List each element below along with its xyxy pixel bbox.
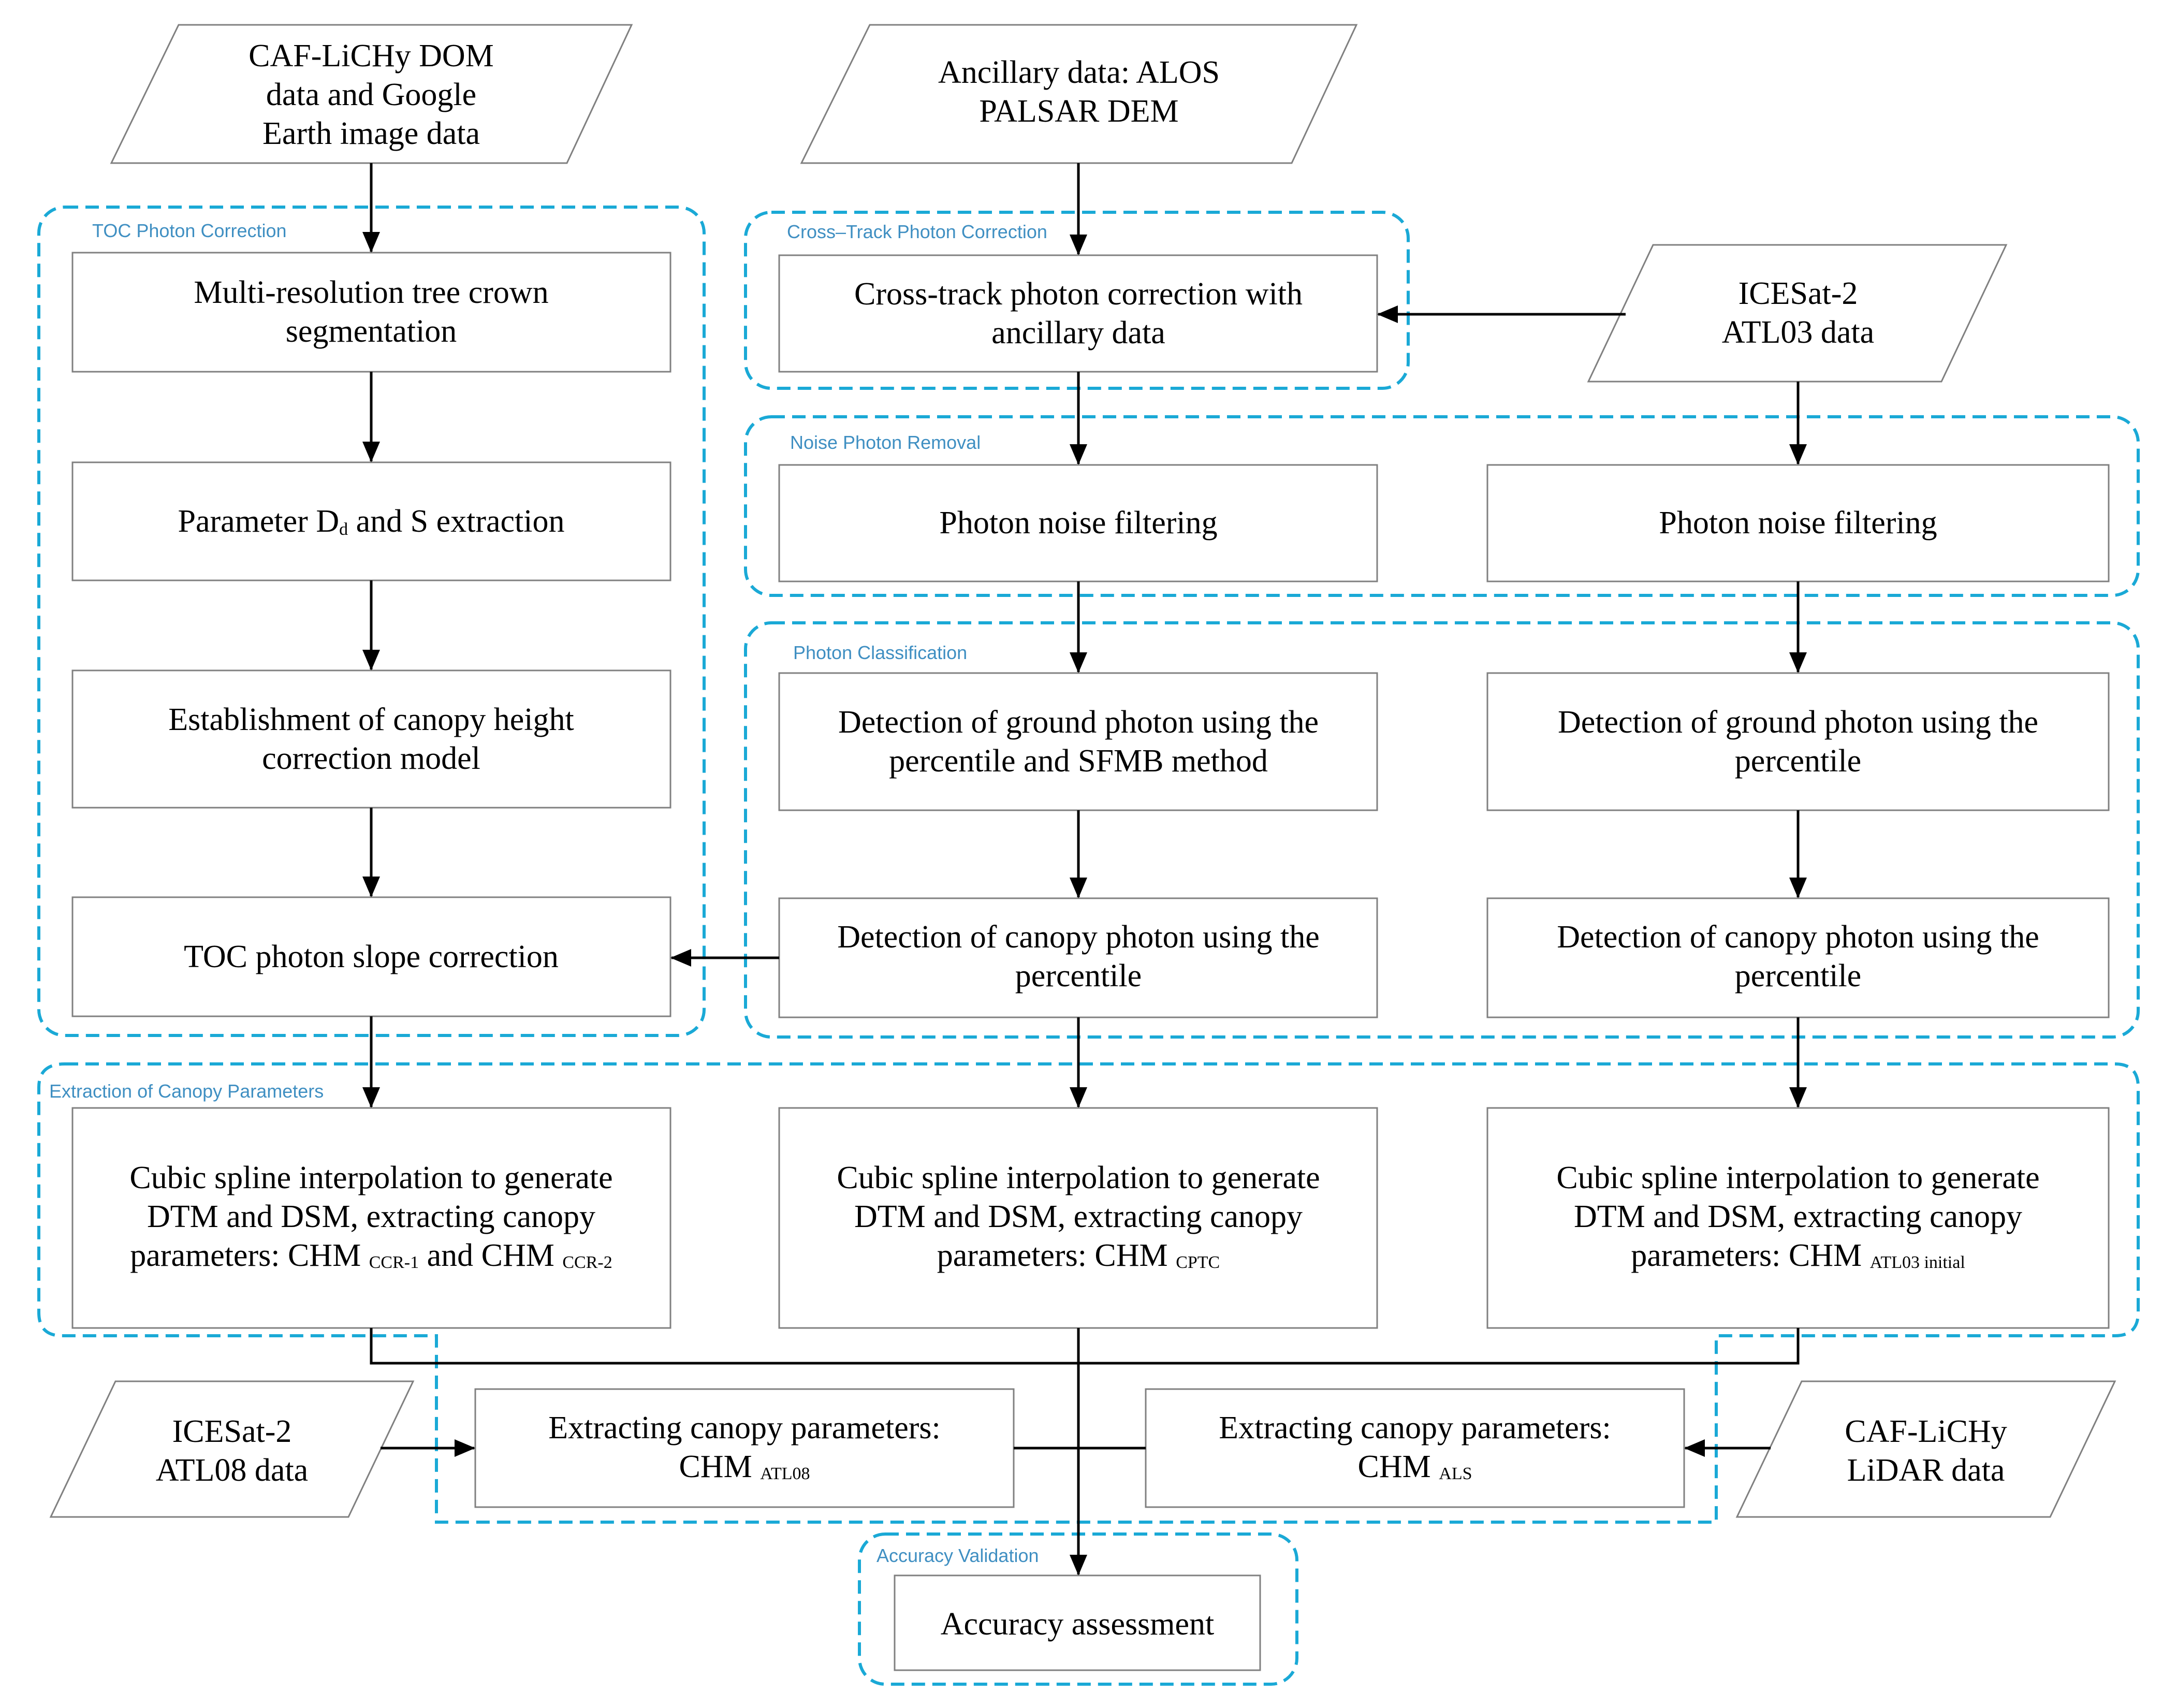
input-ancillary-line1: Ancillary data: ALOS xyxy=(938,55,1220,90)
input-lidar-line2: LiDAR data xyxy=(1847,1453,2005,1488)
box-spline-right-line2: DTM and DSM, extracting canopy xyxy=(1574,1199,2022,1234)
box-noise-right-text: Photon noise filtering xyxy=(1659,505,1937,541)
box-toc-photon-slope-correction: TOC photon slope correction xyxy=(71,896,671,1017)
input-caf-dom: CAF-LiCHy DOM data and Google Earth imag… xyxy=(110,24,633,164)
box-als-line2: CHM ALS xyxy=(1358,1449,1472,1484)
box-atl08-line2: CHM ATL08 xyxy=(679,1449,810,1484)
group-extraction-of-canopy-parameters xyxy=(37,1062,2140,1524)
group-cross-track-correction xyxy=(744,211,1410,390)
input-atl08-line1: ICESat-2 xyxy=(172,1414,292,1449)
box-canopy-height-correction-model: Establishment of canopy height correctio… xyxy=(71,669,671,809)
input-caf-dom-line1: CAF-LiCHy DOM xyxy=(249,38,494,74)
input-caf-dom-line3: Earth image data xyxy=(262,116,480,151)
box-spline-right-line3: parameters: CHM ATL03 initial xyxy=(1631,1238,1965,1273)
input-lidar-line1: CAF-LiCHy xyxy=(1845,1414,2007,1449)
input-icesat2-atl08: ICESat-2 ATL08 data xyxy=(49,1380,415,1518)
box-accuracy-assessment: Accuracy assessment xyxy=(894,1574,1261,1671)
box-model-line1: Establishment of canopy height xyxy=(168,702,574,737)
group-toc-photon-correction xyxy=(37,206,706,1037)
box-segmentation-line2: segmentation xyxy=(286,314,457,349)
box-segmentation-line1: Multi-resolution tree crown xyxy=(194,275,548,310)
box-param-text: Parameter Dd and S extraction xyxy=(178,504,565,539)
input-ancillary-line2: PALSAR DEM xyxy=(979,94,1178,129)
input-atl08-line2: ATL08 data xyxy=(156,1453,308,1488)
group-cross-track-label: Cross–Track Photon Correction xyxy=(787,221,1047,242)
box-spline-mid-line2: DTM and DSM, extracting canopy xyxy=(854,1199,1303,1234)
input-atl03-line2: ATL03 data xyxy=(1722,315,1874,350)
box-cubic-spline-right: Cubic spline interpolation to generate D… xyxy=(1486,1107,2110,1329)
input-caf-lichy-lidar: CAF-LiCHy LiDAR data xyxy=(1735,1380,2116,1518)
group-extraction-label: Extraction of Canopy Parameters xyxy=(49,1081,324,1102)
box-spline-right-line1: Cubic spline interpolation to generate xyxy=(1556,1160,2039,1195)
box-canopy-detection-right: Detection of canopy photon using the per… xyxy=(1486,897,2110,1018)
group-classification-label: Photon Classification xyxy=(793,642,967,663)
box-noise-filtering-left: Photon noise filtering xyxy=(778,464,1378,582)
box-model-line2: correction model xyxy=(262,741,480,776)
box-spline-mid-line3: parameters: CHM CPTC xyxy=(937,1238,1220,1273)
box-spline-left-line3: parameters: CHM CCR-1 and CHM CCR-2 xyxy=(130,1238,612,1273)
box-als-line1: Extracting canopy parameters: xyxy=(1219,1410,1611,1446)
input-ancillary-alos: Ancillary data: ALOS PALSAR DEM xyxy=(800,24,1358,164)
box-canopy-left-line1: Detection of canopy photon using the xyxy=(837,919,1320,955)
box-noise-left-text: Photon noise filtering xyxy=(939,505,1217,541)
box-spline-left-line1: Cubic spline interpolation to generate xyxy=(129,1160,612,1195)
input-atl03-line1: ICESat-2 xyxy=(1739,276,1858,311)
box-canopy-left-line2: percentile xyxy=(1015,958,1142,994)
box-extract-chm-atl08: Extracting canopy parameters: CHM ATL08 xyxy=(474,1388,1015,1508)
box-canopy-right-line2: percentile xyxy=(1735,958,1861,994)
input-icesat2-atl03: ICESat-2 ATL03 data xyxy=(1587,244,2008,383)
box-spline-mid-line1: Cubic spline interpolation to generate xyxy=(837,1160,1320,1195)
box-ground-right-line1: Detection of ground photon using the xyxy=(1558,705,2038,740)
box-accuracy-text: Accuracy assessment xyxy=(941,1607,1215,1642)
input-caf-dom-line2: data and Google xyxy=(266,77,476,112)
box-extract-chm-als: Extracting canopy parameters: CHM ALS xyxy=(1145,1388,1685,1508)
box-noise-filtering-right: Photon noise filtering xyxy=(1486,464,2110,582)
group-noise-photon-removal xyxy=(744,415,2140,597)
box-ground-detection-right: Detection of ground photon using the per… xyxy=(1486,672,2110,811)
box-spline-left-line2: DTM and DSM, extracting canopy xyxy=(147,1199,595,1234)
box-tree-crown-segmentation: Multi-resolution tree crown segmentation xyxy=(71,252,671,373)
box-canopy-right-line1: Detection of canopy photon using the xyxy=(1557,919,2039,955)
connectors xyxy=(362,163,1807,1575)
box-atl08-line1: Extracting canopy parameters: xyxy=(548,1410,940,1446)
group-toc-label: TOC Photon Correction xyxy=(92,220,287,241)
box-ground-left-line1: Detection of ground photon using the xyxy=(838,705,1319,740)
box-cubic-spline-left: Cubic spline interpolation to generate D… xyxy=(71,1107,671,1329)
box-cubic-spline-mid: Cubic spline interpolation to generate D… xyxy=(778,1107,1378,1329)
group-noise-label: Noise Photon Removal xyxy=(790,432,981,453)
box-ground-left-line2: percentile and SFMB method xyxy=(889,743,1268,779)
box-ground-detection-left: Detection of ground photon using the per… xyxy=(778,672,1378,811)
box-slope-text: TOC photon slope correction xyxy=(184,939,559,974)
box-canopy-detection-left: Detection of canopy photon using the per… xyxy=(778,897,1378,1018)
box-cross-track-correction: Cross-track photon correction with ancil… xyxy=(778,254,1378,373)
box-ground-right-line2: percentile xyxy=(1735,743,1861,779)
box-parameter-extraction: Parameter Dd and S extraction xyxy=(71,461,671,581)
group-accuracy-label: Accuracy Validation xyxy=(877,1545,1039,1566)
box-cross-track-line2: ancillary data xyxy=(991,315,1165,351)
box-cross-track-line1: Cross-track photon correction with xyxy=(854,276,1303,312)
group-photon-classification xyxy=(744,621,2140,1039)
line-spline-merge xyxy=(370,1328,1800,1365)
